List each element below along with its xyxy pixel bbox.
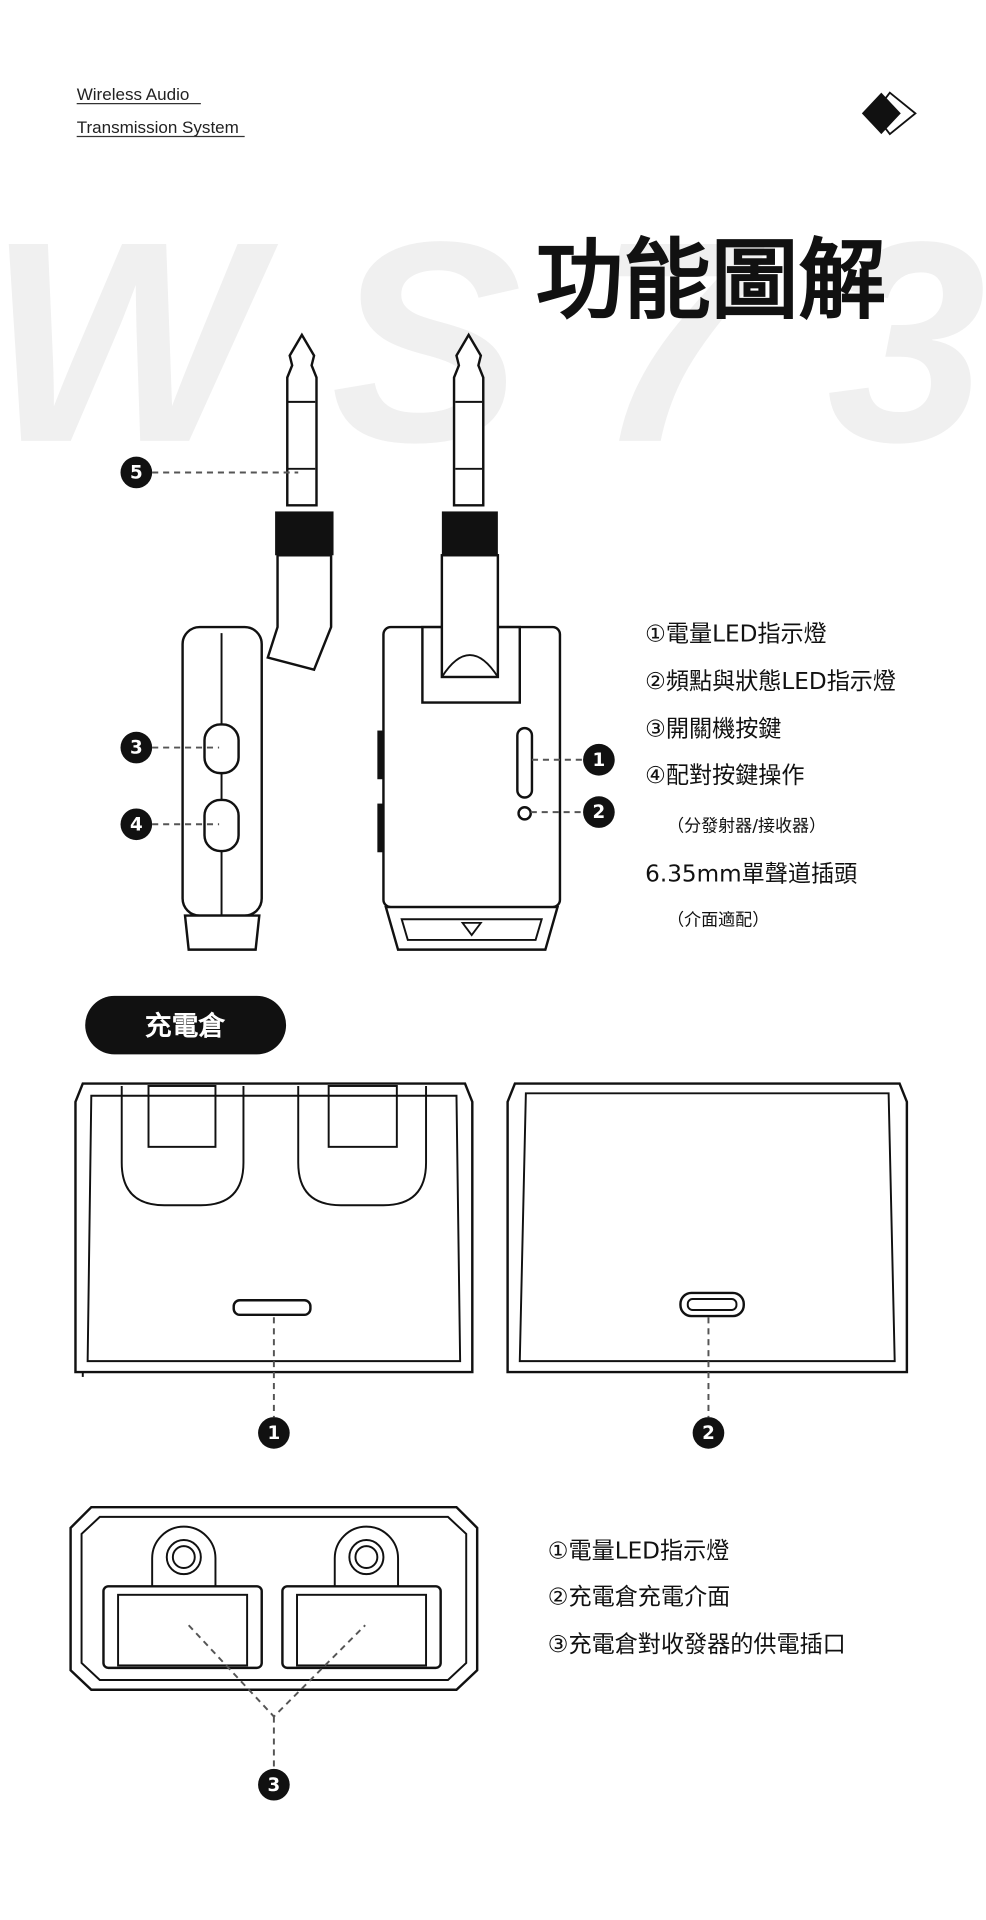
callout-3: 3 — [120, 731, 153, 764]
case-callout-3: 3 — [258, 1768, 290, 1801]
charging-case-top-view — [69, 1505, 479, 1691]
charging-case-front — [74, 1082, 474, 1377]
section-label-pill — [85, 995, 287, 1055]
feature-note: （介面適配） — [667, 910, 769, 930]
callout-5: 5 — [120, 456, 153, 489]
callout-4: 4 — [120, 808, 153, 841]
receiver-front-view — [377, 332, 562, 951]
callout-2: 2 — [583, 796, 615, 828]
charging-case-back — [506, 1082, 909, 1374]
svg-text:1: 1 — [268, 1423, 281, 1444]
svg-text:4: 4 — [130, 814, 143, 835]
feature-note: （分發射器/接收器） — [667, 817, 826, 837]
page-title: 功能圖解 — [536, 230, 887, 332]
svg-text:5: 5 — [130, 463, 143, 484]
svg-text:3: 3 — [268, 1775, 281, 1796]
case-callout-2: 2 — [692, 1417, 725, 1449]
receiver-side-view — [181, 332, 334, 951]
callout-1: 1 — [583, 743, 615, 776]
case-callout-1: 1 — [258, 1417, 290, 1449]
section-label: 充電倉 — [145, 1010, 226, 1042]
feature-item: ②頻點與狀態LED指示燈 — [645, 669, 896, 695]
header-line2: Transmission System — [77, 118, 239, 137]
case-feature-item: ③充電倉對收發器的供電插口 — [548, 1632, 846, 1658]
feature-item: 6.35mm單聲道插頭 — [645, 861, 857, 887]
feature-item: ③開關機按鍵 — [645, 717, 781, 743]
feature-item: ①電量LED指示燈 — [645, 622, 827, 648]
svg-text:2: 2 — [702, 1423, 715, 1444]
case-feature-item: ①電量LED指示燈 — [548, 1538, 730, 1564]
double-diamond-logo-icon — [861, 91, 917, 136]
svg-text:1: 1 — [593, 750, 606, 771]
case-feature-item: ②充電倉充電介面 — [548, 1585, 730, 1611]
header-line1: Wireless Audio — [77, 85, 190, 104]
svg-text:2: 2 — [593, 802, 606, 823]
feature-item: ④配對按鍵操作 — [645, 763, 804, 789]
svg-text:3: 3 — [130, 738, 143, 759]
